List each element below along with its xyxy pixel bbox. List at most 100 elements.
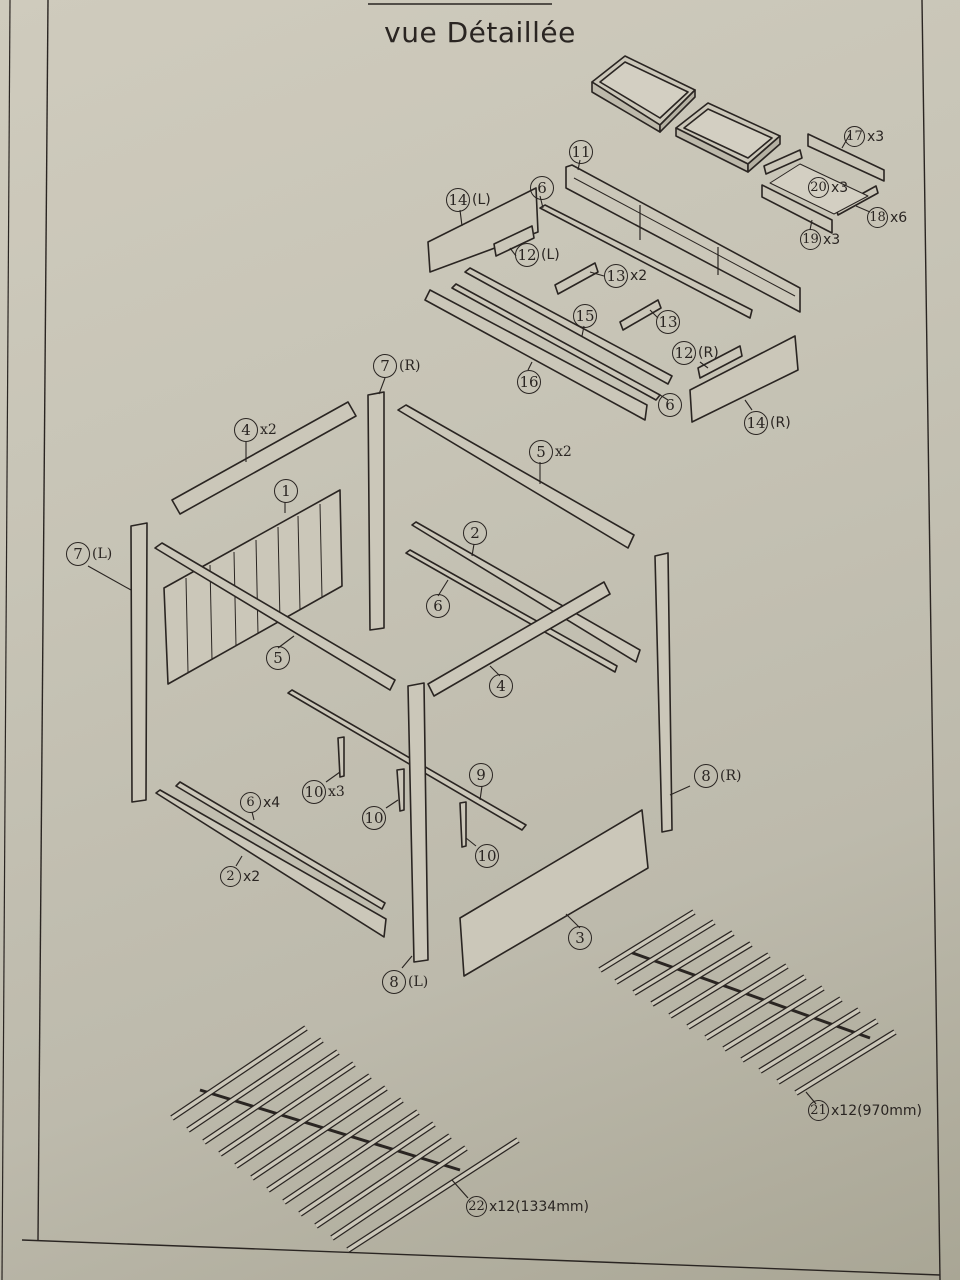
part-8l-post — [407, 682, 429, 963]
label-part-5: 5 — [266, 646, 290, 670]
part-suffix: x3 — [328, 784, 345, 800]
part-suffix: x3 — [831, 179, 849, 196]
part-12r-cleat — [697, 345, 743, 379]
part-suffix: x2 — [630, 268, 648, 284]
label-part-6-top: 6 — [530, 176, 554, 200]
drawer-illustration-2 — [675, 102, 781, 173]
label-part-11: 11 — [569, 140, 593, 164]
part-suffix: x3 — [867, 128, 885, 145]
part-number-circle: 15 — [573, 304, 597, 328]
part-number-circle: 13 — [604, 264, 628, 288]
label-part-12-right: 12 (R) — [672, 341, 719, 365]
part-5-front-rail — [154, 542, 396, 691]
part-4-front-rail — [427, 581, 611, 697]
part-suffix: x2 — [243, 868, 261, 885]
part-number-circle: 10 — [362, 806, 386, 830]
label-part-5-x2: 5 x2 — [529, 440, 572, 464]
part-16-rail — [424, 289, 648, 421]
part-number-circle: 5 — [266, 646, 290, 670]
part-number-circle: 7 — [66, 542, 90, 566]
part-suffix: x3 — [823, 231, 841, 248]
part-suffix: x12(1334mm) — [489, 1198, 589, 1215]
label-part-7-right: 7 (R) — [373, 354, 420, 378]
label-part-13-x2: 13 x2 — [604, 264, 647, 288]
label-part-10-right: 10 — [475, 844, 499, 868]
page-title: vue Détaillée — [384, 16, 576, 49]
part-number-circle: 8 — [382, 970, 406, 994]
label-part-4: 4 — [489, 674, 513, 698]
label-part-2: 2 — [463, 521, 487, 545]
label-part-14-right: 14 (R) — [744, 411, 791, 435]
part-number-circle: 9 — [469, 763, 493, 787]
frame-line-left-outer — [1, 0, 11, 1280]
part-number-circle: 4 — [489, 674, 513, 698]
part-6-strip-top — [451, 283, 661, 401]
label-part-6: 6 — [426, 594, 450, 618]
part-9-rail — [287, 689, 527, 831]
part-3-footboard — [459, 809, 649, 977]
part-suffix: x2 — [260, 422, 277, 438]
frame-line-left — [37, 0, 49, 1241]
label-part-18: 18 x6 — [867, 207, 907, 228]
frame-line-right — [921, 0, 941, 1280]
label-part-17: 17 x3 — [844, 126, 884, 147]
part-number-circle: 7 — [373, 354, 397, 378]
part-6-strip-left — [175, 781, 386, 910]
part-number-circle: 12 — [672, 341, 696, 365]
part-number-circle: 22 — [466, 1196, 487, 1217]
part-suffix: (L) — [408, 974, 429, 990]
part-8r-post — [654, 552, 673, 833]
label-part-2-x2: 2 x2 — [220, 866, 260, 887]
label-part-15: 15 — [573, 304, 597, 328]
leader-lines — [87, 133, 871, 969]
label-part-6-rail: 6 — [658, 393, 682, 417]
part-10-leg-a — [337, 736, 345, 778]
part-13-cleat-a — [554, 262, 599, 295]
part-10-leg-b — [396, 768, 405, 812]
part-number-circle: 21 — [808, 1100, 829, 1121]
part-number-circle: 14 — [446, 188, 470, 212]
part-suffix: (L) — [472, 192, 491, 208]
part-suffix: (R) — [399, 358, 421, 374]
part-4-top-rail — [171, 401, 357, 515]
part-14r-board — [689, 335, 799, 423]
part-number-circle: 10 — [302, 780, 326, 804]
part-number-circle: 6 — [658, 393, 682, 417]
label-part-7-left: 7 (L) — [66, 542, 112, 566]
part-suffix: x2 — [555, 444, 572, 460]
part-number-circle: 18 — [867, 207, 888, 228]
part-number-circle: 6 — [530, 176, 554, 200]
part-number-circle: 6 — [426, 594, 450, 618]
part-suffix: (L) — [92, 546, 113, 562]
part-suffix: (L) — [541, 247, 560, 263]
part-1-slat-panel — [163, 489, 343, 685]
part-number-circle: 20 — [808, 177, 829, 198]
part-number-circle: 11 — [569, 140, 593, 164]
label-part-19: 19 x3 — [800, 229, 840, 250]
part-suffix: (R) — [770, 415, 791, 431]
part-number-circle: 19 — [800, 229, 821, 250]
label-part-12-left: 12 (L) — [515, 243, 560, 267]
label-part-8-left: 8 (L) — [382, 970, 428, 994]
part-number-circle: 4 — [234, 418, 258, 442]
label-part-10-x3: 10 x3 — [302, 780, 345, 804]
part-5-top-rail — [397, 404, 635, 549]
label-part-21: 21 x12(970mm) — [808, 1100, 922, 1121]
label-part-4-x2: 4 x2 — [234, 418, 277, 442]
frame-line-bottom — [21, 1239, 941, 1276]
part-12l-cleat — [493, 225, 535, 257]
label-part-3: 3 — [568, 926, 592, 950]
part-14l-board — [427, 187, 539, 273]
part-7l-post — [130, 522, 148, 803]
part-number-circle: 16 — [517, 370, 541, 394]
part-2-board-left — [155, 789, 387, 938]
label-part-13: 13 — [656, 310, 680, 334]
label-part-22: 22 x12(1334mm) — [466, 1196, 589, 1217]
part-number-circle: 3 — [568, 926, 592, 950]
part-suffix: x12(970mm) — [831, 1102, 923, 1119]
part-number-circle: 17 — [844, 126, 865, 147]
part-number-circle: 1 — [274, 479, 298, 503]
drawer-illustration-1 — [591, 55, 696, 133]
